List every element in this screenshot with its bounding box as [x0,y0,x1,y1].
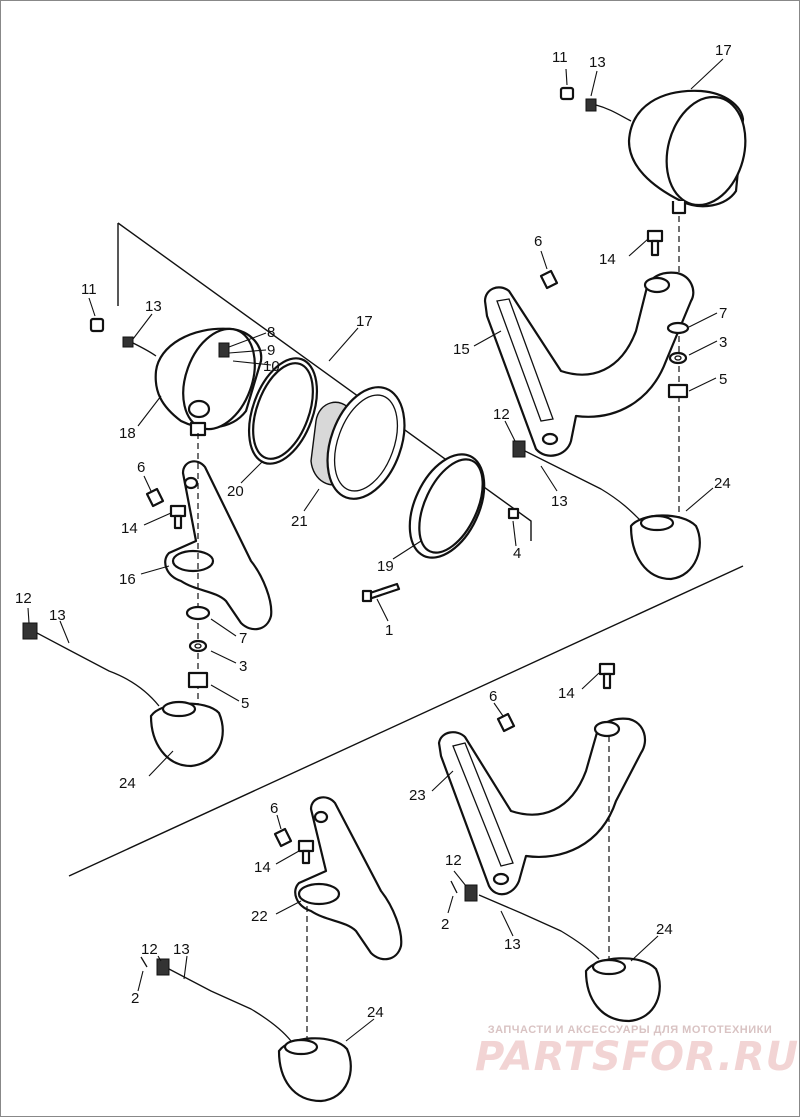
callout-13: 13 [504,936,521,953]
washer-3-left [188,639,208,653]
separator-line [117,222,532,541]
nut-6-lower-right [496,712,516,733]
callout-3: 3 [719,334,727,351]
callout-13: 13 [145,298,162,315]
nut-5-top [667,383,689,399]
callout-17: 17 [356,313,373,330]
connector-12-lower-left [156,958,170,976]
bracket-16 [164,460,273,631]
nut-4 [507,507,520,520]
watermark-tagline: ЗАПЧАСТИ И АКСЕССУАРЫ ДЛЯ МОТОТЕХНИКИ [487,1024,773,1036]
callout-16: 16 [119,571,136,588]
callout-5: 5 [241,695,249,712]
nut-6-top [539,269,559,290]
lamp-housing-17-top [627,89,747,215]
washer-3-top [668,351,688,365]
bolt-14-lower-right [598,662,616,690]
callout-14: 14 [558,685,575,702]
callout-4: 4 [513,545,521,562]
callout-14: 14 [599,251,616,268]
wire-13-lower-right [478,894,600,960]
callout-15: 15 [453,341,470,358]
bracket-22 [294,796,403,961]
bolt-14-left [169,504,187,530]
wire-13-top [585,98,632,122]
bolt-14-top [646,229,664,257]
lamp-housing-18 [154,327,263,437]
pin-2-lower-right [450,880,458,894]
callout-9: 9 [267,342,275,359]
turn-signal-24-lower-left [277,1037,352,1103]
callout-18: 18 [119,425,136,442]
nut-6-left [145,487,165,508]
callout-13: 13 [551,493,568,510]
callout-12: 12 [15,590,32,607]
separator-line [68,565,744,877]
watermark-brand: PARTSFOR.RU [475,1034,800,1080]
callout-13: 13 [589,54,606,71]
callout-6: 6 [270,800,278,817]
callout-11: 11 [81,281,97,298]
wire-13-left-lower [36,632,160,707]
callout-19: 19 [377,558,394,575]
callout-7: 7 [239,630,247,647]
callout-1: 1 [385,622,393,639]
callout-3: 3 [239,658,247,675]
callout-24: 24 [119,775,136,792]
nut-6-lower-left [273,827,293,848]
callout-14: 14 [254,859,271,876]
washer-7-top [666,321,690,335]
callout-23: 23 [409,787,426,804]
bracket-15 [483,271,695,457]
callout-7: 7 [719,305,727,322]
callout-5: 5 [719,371,727,388]
retaining-ring-19 [408,453,486,559]
callout-24: 24 [714,475,731,492]
connector-12-top [512,440,526,458]
turn-signal-24-left [149,700,224,768]
callout-17: 17 [715,42,732,59]
callout-11: 11 [552,49,568,66]
callout-22: 22 [251,908,268,925]
callout-24: 24 [656,921,673,938]
pin-2-lower-left [140,956,148,968]
callout-13: 13 [173,941,190,958]
nut-5-left [187,671,209,689]
callout-21: 21 [291,513,308,530]
washer-7-left [185,605,211,621]
callout-6: 6 [489,688,497,705]
headlamp-21 [310,386,406,500]
callout-13: 13 [49,607,66,624]
leader-lines [27,58,724,1042]
watermark: ЗАПЧАСТИ И АКСЕССУАРЫ ДЛЯ МОТОТЕХНИКИ PA… [475,1024,800,1080]
turn-signal-24-top [629,514,701,581]
bolt-14-lower-left [297,839,315,865]
callout-labels: 11 13 17 11 13 8 9 10 17 18 20 21 19 4 1… [15,42,732,1021]
callout-10: 10 [263,358,280,375]
callout-6: 6 [137,459,145,476]
callout-20: 20 [227,483,244,500]
wire-13-left [122,336,157,357]
connector-11-left [89,317,105,333]
callout-8: 8 [267,324,275,341]
callout-12: 12 [493,406,510,423]
callout-24: 24 [367,1004,384,1021]
callout-12: 12 [141,941,158,958]
wire-13-lower-left [168,968,292,1042]
callout-6: 6 [534,233,542,250]
connector-11-top [559,86,575,101]
connector-12-lower-right [464,884,478,902]
callout-2: 2 [131,990,139,1007]
wire-13-mid [524,450,642,522]
turn-signal-24-lower-right [584,957,661,1023]
callout-2: 2 [441,916,449,933]
bracket-23 [437,717,647,896]
callout-14: 14 [121,520,138,537]
trim-ring-20 [248,357,318,465]
screw-1 [361,582,401,603]
callout-12: 12 [445,852,462,869]
connector-12-left [22,622,38,640]
